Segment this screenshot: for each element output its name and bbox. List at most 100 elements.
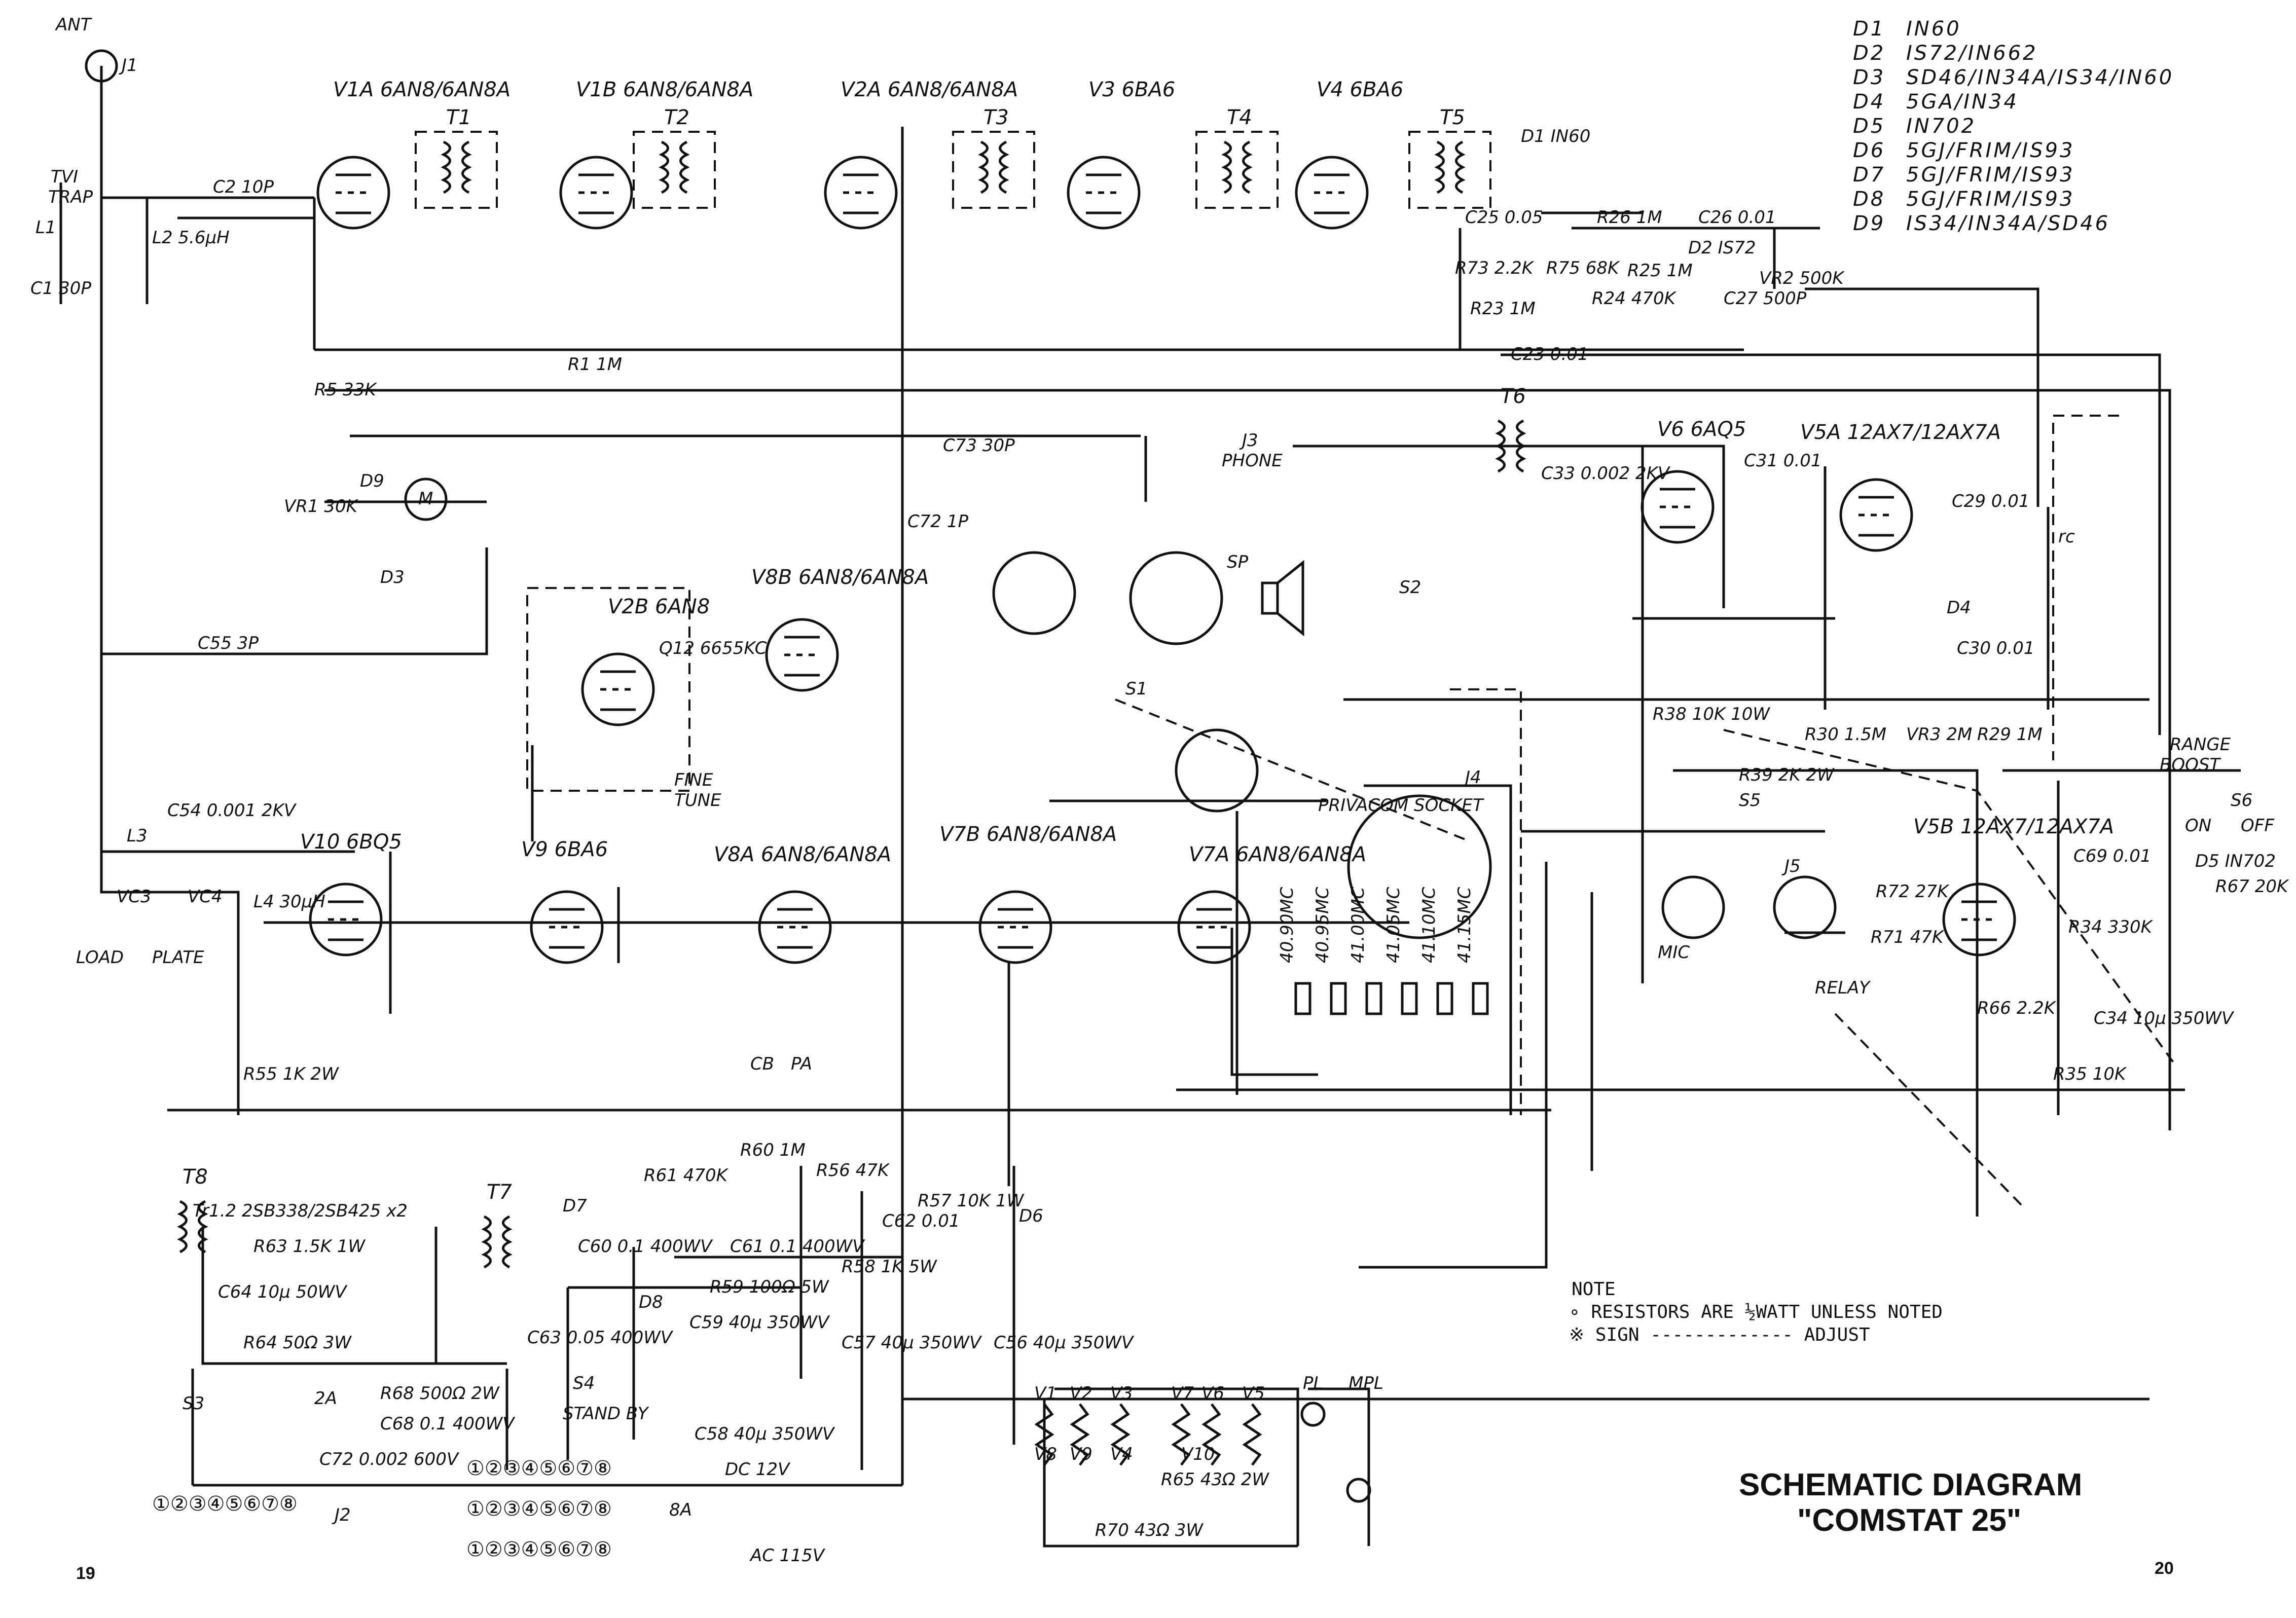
- tube-electrodes: [1196, 908, 1232, 949]
- label-c60: C60 0.1 400WV: [578, 1236, 713, 1257]
- transformer-windings: [1495, 419, 1526, 473]
- transformer-shield: [1408, 131, 1491, 209]
- label-s5: S5: [1739, 790, 1761, 811]
- tube-label: V9 6BA6: [521, 838, 608, 861]
- label-c29: C29 0.01: [1952, 491, 2030, 511]
- label-range: RANGE: [2170, 734, 2231, 755]
- diode-ref: D1: [1853, 17, 1885, 41]
- label-c73: C73 30P: [943, 435, 1015, 456]
- crystal-label: 41.15MC: [1454, 887, 1475, 963]
- label-j4: J4: [1462, 767, 1481, 788]
- diode-ref: D8: [1853, 188, 1885, 211]
- diode-types: IN60: [1906, 17, 1961, 41]
- vacuum-tube: [1641, 470, 1715, 544]
- crystal-icon: [1472, 982, 1489, 1015]
- label-d4: D4: [1947, 598, 1971, 618]
- tube-label: V4 6BA6: [1317, 78, 1403, 101]
- label-s2: S2: [1399, 577, 1421, 598]
- tube-label: V10 6BQ5: [300, 830, 402, 854]
- label-plate: PLATE: [152, 947, 204, 968]
- label-j3: J3: [1239, 430, 1258, 451]
- tube-electrodes: [784, 636, 820, 677]
- label-relay: RELAY: [1815, 978, 1871, 998]
- label-r59: R59 100Ω 5W: [710, 1277, 829, 1297]
- label-r57: R57 10K 1W: [918, 1191, 1025, 1211]
- diode-types: 5GJ/FRIM/IS93: [1906, 163, 2074, 187]
- vacuum-tube: [1839, 478, 1913, 552]
- tube-label: V2A 6AN8/6AN8A: [841, 78, 1018, 101]
- tube-electrodes: [1314, 173, 1350, 214]
- vacuum-tube: [316, 156, 390, 230]
- diode-ref: D7: [1853, 163, 1885, 187]
- transformer: [952, 131, 1035, 209]
- diode-types: 5GJ/FRIM/IS93: [1906, 139, 2074, 162]
- label-c31: C31 0.01: [1744, 451, 1822, 471]
- transformer: [1195, 131, 1279, 209]
- label-r5: R5 33K: [314, 380, 377, 400]
- label-r30: R30 1.5M: [1805, 724, 1886, 745]
- transformer-label: T4: [1227, 106, 1252, 129]
- note-adjust: ※ SIGN ------------- ADJUST: [1569, 1325, 1870, 1345]
- tube-label: V1B 6AN8/6AN8A: [576, 78, 753, 101]
- transformer-label: T3: [983, 106, 1009, 129]
- vacuum-tube: [1177, 890, 1251, 964]
- label-r58: R58 1K 5W: [842, 1257, 937, 1277]
- label-c56: C56 40µ 350WV: [994, 1333, 1135, 1353]
- crystal-label: 40.90MC: [1277, 887, 1297, 963]
- rotary-switch-icon: [992, 551, 1076, 635]
- wire: [201, 1227, 507, 1365]
- label-r67: R67 20K: [2215, 876, 2289, 897]
- label-j2: J2: [332, 1505, 351, 1525]
- heater-icon: [1171, 1403, 1191, 1466]
- speaker-icon: [1261, 560, 1304, 637]
- label-vr3: VR3 2M: [1906, 724, 1972, 745]
- label-tune: TUNE: [674, 790, 721, 811]
- tube-electrodes: [578, 173, 614, 214]
- heater-icon: [1201, 1403, 1222, 1466]
- label-privacom: PRIVACOM SOCKET: [1318, 795, 1484, 816]
- label-l4: L4 30µH: [253, 892, 325, 912]
- vacuum-tube: [765, 618, 839, 692]
- diode-ref: D5: [1853, 115, 1885, 138]
- tube-electrodes: [1086, 173, 1121, 214]
- label-c34: C34 10µ 350WV: [2094, 1008, 2235, 1028]
- dashed-mechanical-link: [1834, 1013, 2024, 1207]
- transformer-windings: [441, 140, 472, 194]
- heater-label: V8: [1034, 1444, 1057, 1464]
- label-r55: R55 1K 2W: [243, 1064, 339, 1084]
- dashed-mechanical-link: [526, 587, 690, 792]
- label-r1: R1 1M: [568, 354, 622, 375]
- dashed-mechanical-link: [1115, 698, 1471, 842]
- tube-envelope: [1177, 890, 1251, 964]
- label-r25: R25 1M: [1627, 261, 1693, 281]
- label-c62: C62 0.01: [882, 1211, 960, 1231]
- tube-label: V7B 6AN8/6AN8A: [939, 823, 1117, 846]
- label-c25: C25 0.05: [1465, 207, 1543, 228]
- crystal-icon: [1401, 982, 1418, 1015]
- label-pl: PL: [1303, 1373, 1323, 1393]
- tube-electrodes: [1660, 488, 1695, 529]
- wire: [1230, 928, 1318, 1076]
- tube-label: V2B 6AN8: [608, 595, 710, 618]
- label-vc3: VC3: [117, 887, 152, 907]
- tube-label: V5A 12AX7/12AX7A: [1800, 421, 2001, 444]
- label-r39: R39 2K 2W: [1739, 765, 1835, 785]
- transformer: [177, 1200, 208, 1254]
- wire: [1043, 1399, 1298, 1548]
- label-j5: J5: [1781, 856, 1801, 876]
- label-r61: R61 470K: [644, 1165, 729, 1186]
- label-d6: D6: [1019, 1206, 1043, 1226]
- label-d5: D5 IN702: [2195, 851, 2276, 871]
- vacuum-tube: [581, 652, 655, 726]
- transformer-shield: [415, 131, 498, 209]
- label-ac: AC 115V: [749, 1546, 826, 1566]
- label-c30: C30 0.01: [1957, 638, 2035, 658]
- label-d9: D9: [360, 471, 384, 491]
- label-vc4: VC4: [188, 887, 223, 907]
- label-vr2: VR2 500K: [1759, 268, 1845, 288]
- label-meter: M: [418, 489, 433, 509]
- label-s1: S1: [1125, 679, 1147, 699]
- label-r72: R72 27K: [1876, 881, 1950, 902]
- transformer-label: T7: [487, 1181, 512, 1204]
